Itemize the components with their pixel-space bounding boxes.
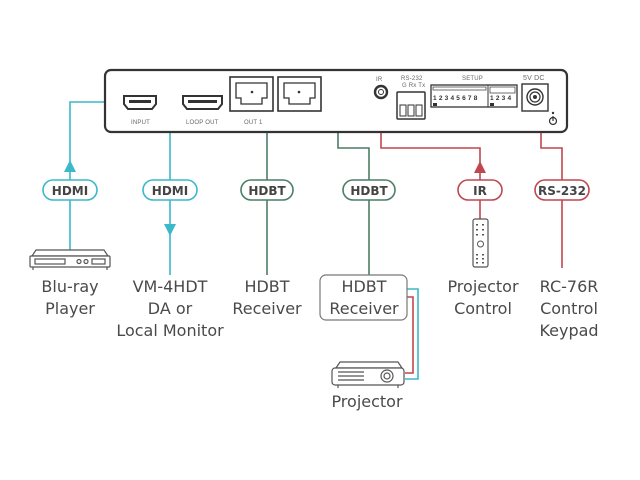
bluray-label-line2: Player [45,299,95,318]
loop-out-port-label: LOOP OUT [186,120,219,126]
receiver1-label-line1: HDBT [244,277,289,296]
projector-icon [331,361,405,388]
monitor-label-line2: DA or [148,299,193,318]
keypad-label-line3: Keypad [539,321,598,340]
power-port-label: 5V DC [523,75,545,82]
hdmi-loop-out-port[interactable] [182,95,223,110]
pill-hdbt-out1: HDBT [240,179,294,201]
pill-hdmi-loop: HDMI [142,179,198,201]
bluray-label-line1: Blu-ray [41,277,98,296]
projector-control-label-line1: Projector [447,277,519,296]
rs232-port[interactable] [396,91,426,120]
receiver2-box [319,274,408,321]
hdbt-out1-port[interactable] [229,76,274,112]
pill-label: RS-232 [538,184,586,198]
receiver-projector-control-wire [405,296,414,374]
out1-port-label: OUT 1 [244,120,263,126]
input-port-label: INPUT [131,120,150,126]
rear-panel: INPUT LOOP OUT OUT 1 IR RS-232 G Rx Tx [103,68,569,134]
ir-port[interactable] [373,84,389,100]
rs232-pins-label: G Rx Tx [402,83,425,89]
receiver1-label-line2: Receiver [232,299,302,318]
receiver2-label-line2: Receiver [329,299,399,318]
ir-arrow [474,161,486,173]
setup-dip-a-numbers: 1 2 3 4 5 6 7 8 [433,95,478,102]
monitor-label-line1: VM-4HDT [133,277,208,296]
pill-label: HDBT [248,184,286,198]
ir-port-label: IR [376,77,383,83]
hdmi-loop-arrow [164,224,176,236]
hdbt-out2-port[interactable] [277,76,322,112]
pill-label: HDMI [52,184,88,198]
setup-label: SETUP [462,76,483,82]
hdmi-input-arrow [64,160,76,172]
pill-label: HDBT [350,184,388,198]
projector-label: Projector [331,392,403,411]
pill-hdbt-out2: HDBT [342,179,396,201]
pill-ir: IR [457,179,503,201]
power-port[interactable] [521,83,549,112]
bluray-player-icon [29,249,111,270]
pill-hdmi-input: HDMI [42,179,98,201]
keypad-label-line2: Control [540,299,598,318]
receiver-projector-hdmi-wire [405,288,419,380]
keypad-label-line1: RC-76R [540,277,599,296]
rs232-port-label: RS-232 [401,76,423,82]
hdmi-input-port[interactable] [123,95,157,110]
pill-label: IR [473,184,487,198]
receiver2-label-line1: HDBT [341,277,386,296]
ground-icon [548,111,558,126]
pill-label: HDMI [152,184,188,198]
setup-dip-b-numbers: 1 2 3 4 [490,95,511,102]
monitor-label-line3: Local Monitor [116,321,224,340]
setup-dip-switches[interactable] [430,84,518,108]
pill-rs232: RS-232 [534,179,590,201]
ir-remote-icon [472,218,489,268]
projector-control-label-line2: Control [454,299,512,318]
